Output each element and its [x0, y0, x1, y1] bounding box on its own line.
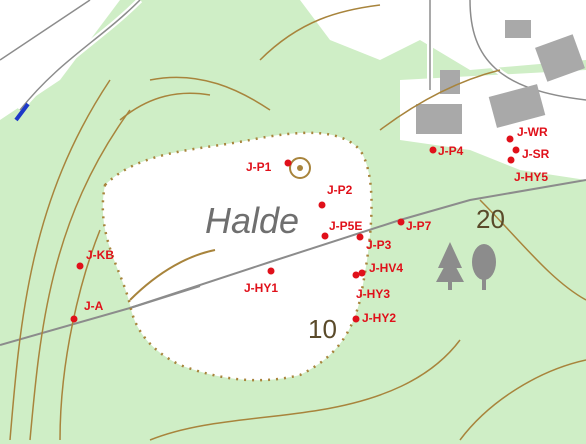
point-label-j-hy2: J-HY2	[362, 311, 396, 325]
point-label-j-p7: J-P7	[406, 219, 432, 233]
point-marker-j-p1[interactable]	[284, 159, 292, 167]
point-marker-j-p4[interactable]	[429, 146, 437, 154]
stream	[14, 102, 30, 122]
point-label-j-p2: J-P2	[327, 183, 353, 197]
buildings	[416, 20, 585, 134]
contour-label-20: 20	[476, 204, 505, 234]
point-label-j-sr: J-SR	[522, 147, 550, 161]
point-marker-j-p3[interactable]	[356, 233, 364, 241]
point-marker-j-sr[interactable]	[512, 146, 520, 154]
point-marker-j-hy2[interactable]	[352, 315, 360, 323]
point-marker-j-p7[interactable]	[397, 218, 405, 226]
place-name: Halde	[205, 200, 299, 241]
monument-icon	[289, 157, 311, 179]
point-label-j-p3: J-P3	[366, 238, 392, 252]
clearing-halde	[102, 132, 372, 381]
point-marker-j-wr[interactable]	[506, 135, 514, 143]
point-marker-j-kb[interactable]	[76, 262, 84, 270]
point-marker-j-p2[interactable]	[318, 201, 326, 209]
contour-lines	[9, 4, 586, 441]
point-label-j-wr: J-WR	[517, 125, 548, 139]
conifer-tree-icon	[436, 242, 464, 290]
point-marker-j-hy5[interactable]	[507, 156, 515, 164]
deciduous-tree-icon	[472, 244, 496, 290]
road-edges	[0, 0, 586, 111]
power-line	[0, 179, 586, 346]
point-markers	[70, 135, 520, 323]
point-marker-j-hv4b[interactable]	[358, 269, 366, 277]
point-label-j-a: J-A	[84, 299, 104, 313]
point-label-j-hv4: J-HV4	[369, 261, 403, 275]
open-area-northwest	[0, 0, 120, 120]
point-label-j-kb: J-KB	[86, 248, 114, 262]
point-marker-j-hv4[interactable]	[352, 271, 360, 279]
point-label-j-hy3: J-HY3	[356, 287, 390, 301]
point-marker-j-hy1[interactable]	[267, 267, 275, 275]
contour-label-10: 10	[308, 314, 337, 344]
point-marker-j-a[interactable]	[70, 315, 78, 323]
track	[129, 285, 201, 309]
point-label-j-hy1: J-HY1	[244, 281, 278, 295]
inner-escarpment	[129, 249, 216, 301]
point-marker-j-p5e[interactable]	[321, 232, 329, 240]
point-label-j-p4: J-P4	[438, 144, 464, 158]
point-label-j-hy5: J-HY5	[514, 170, 548, 184]
point-label-j-p5e: J-P5E	[329, 219, 362, 233]
open-area-north	[0, 0, 586, 70]
point-label-j-p1: J-P1	[246, 160, 272, 174]
